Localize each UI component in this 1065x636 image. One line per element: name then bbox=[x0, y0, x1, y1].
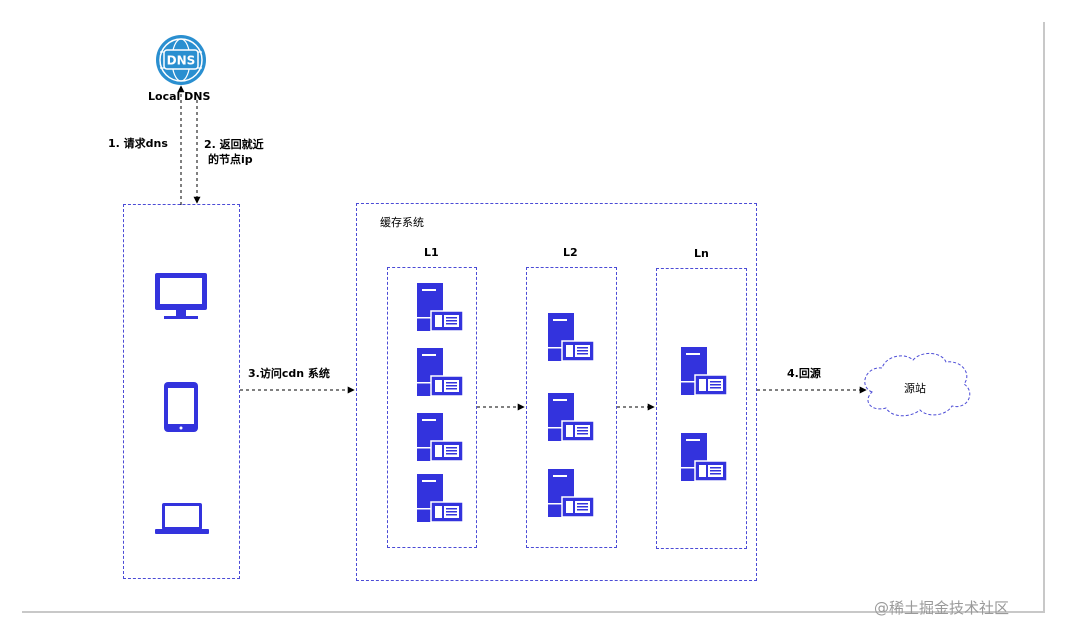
local-dns-label: Local DNS bbox=[148, 90, 211, 103]
dns-icon-text: DNS bbox=[167, 54, 196, 68]
level-label-l1: L1 bbox=[424, 246, 439, 259]
page-bottom-edge bbox=[22, 611, 1045, 613]
page-right-edge bbox=[1043, 22, 1045, 612]
watermark: @稀土掘金技术社区 bbox=[874, 599, 1010, 617]
tablet-icon bbox=[164, 382, 198, 432]
step1-label: 1. 请求dns bbox=[108, 137, 168, 150]
origin-label: 源站 bbox=[904, 382, 926, 395]
step4-label: 4.回源 bbox=[787, 367, 821, 380]
laptop-icon bbox=[155, 503, 209, 534]
step3-label: 3.访问cdn 系统 bbox=[248, 367, 330, 380]
clients-box bbox=[123, 204, 240, 579]
origin-cloud-icon bbox=[864, 353, 971, 417]
level-label-ln: Ln bbox=[694, 247, 709, 260]
step2-label-line2: 的节点ip bbox=[208, 153, 253, 166]
level-label-l2: L2 bbox=[563, 246, 578, 259]
dns-globe-icon: DNS bbox=[156, 35, 206, 85]
level-l2-box bbox=[526, 267, 617, 548]
cache-system-box bbox=[356, 203, 757, 581]
level-l1-box bbox=[387, 267, 477, 548]
cache-system-title: 缓存系统 bbox=[380, 216, 424, 229]
monitor-icon bbox=[155, 273, 207, 319]
level-ln-box bbox=[656, 268, 747, 549]
step2-label-line1: 2. 返回就近 bbox=[204, 138, 264, 151]
